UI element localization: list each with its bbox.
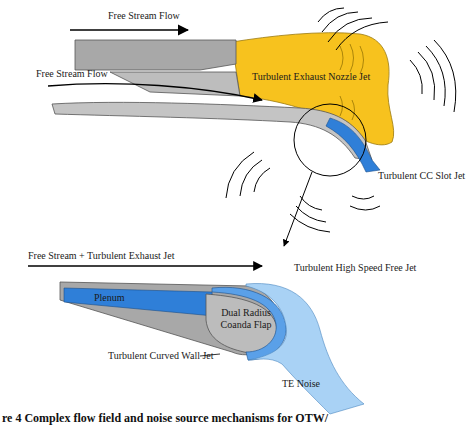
flow-label: Free Stream Flow xyxy=(36,68,108,80)
plenum-region: Plenum xyxy=(92,291,127,305)
jet-region: Turbulent Exhaust Nozzle Jet xyxy=(250,70,372,84)
flow-arrow xyxy=(70,29,188,31)
flow-label: Turbulent High Speed Free Jet xyxy=(294,262,416,274)
detail-leader xyxy=(284,172,312,246)
free-jet xyxy=(246,283,364,414)
nacelle xyxy=(75,40,236,70)
region-label: Turbulent Exhaust Nozzle Jet xyxy=(252,71,370,83)
wing xyxy=(52,102,372,160)
detail-circle xyxy=(294,104,366,176)
exhaust-plume xyxy=(232,33,394,145)
flow-label: TE Noise xyxy=(282,378,320,390)
flow-label: Free Stream + Turbulent Exhaust Jet xyxy=(28,250,174,262)
flow-label: Turbulent CC Slot Jet xyxy=(378,170,465,182)
figure-caption: re 4 Complex flow field and noise source… xyxy=(2,411,328,426)
flow-label: Turbulent Curved Wall Jet xyxy=(108,350,214,362)
flow-label: Free Stream Flow xyxy=(108,10,180,22)
region-label: Plenum xyxy=(94,292,125,304)
flow-arrow xyxy=(48,84,262,100)
cc-slot-jet xyxy=(326,118,380,172)
flap-region: Dual Radius Coanda Flap xyxy=(212,306,280,331)
region-label: Dual Radius Coanda Flap xyxy=(214,307,278,330)
plenum-fill xyxy=(64,288,214,316)
flow-arrow xyxy=(28,265,262,266)
sound-waves xyxy=(226,8,456,232)
